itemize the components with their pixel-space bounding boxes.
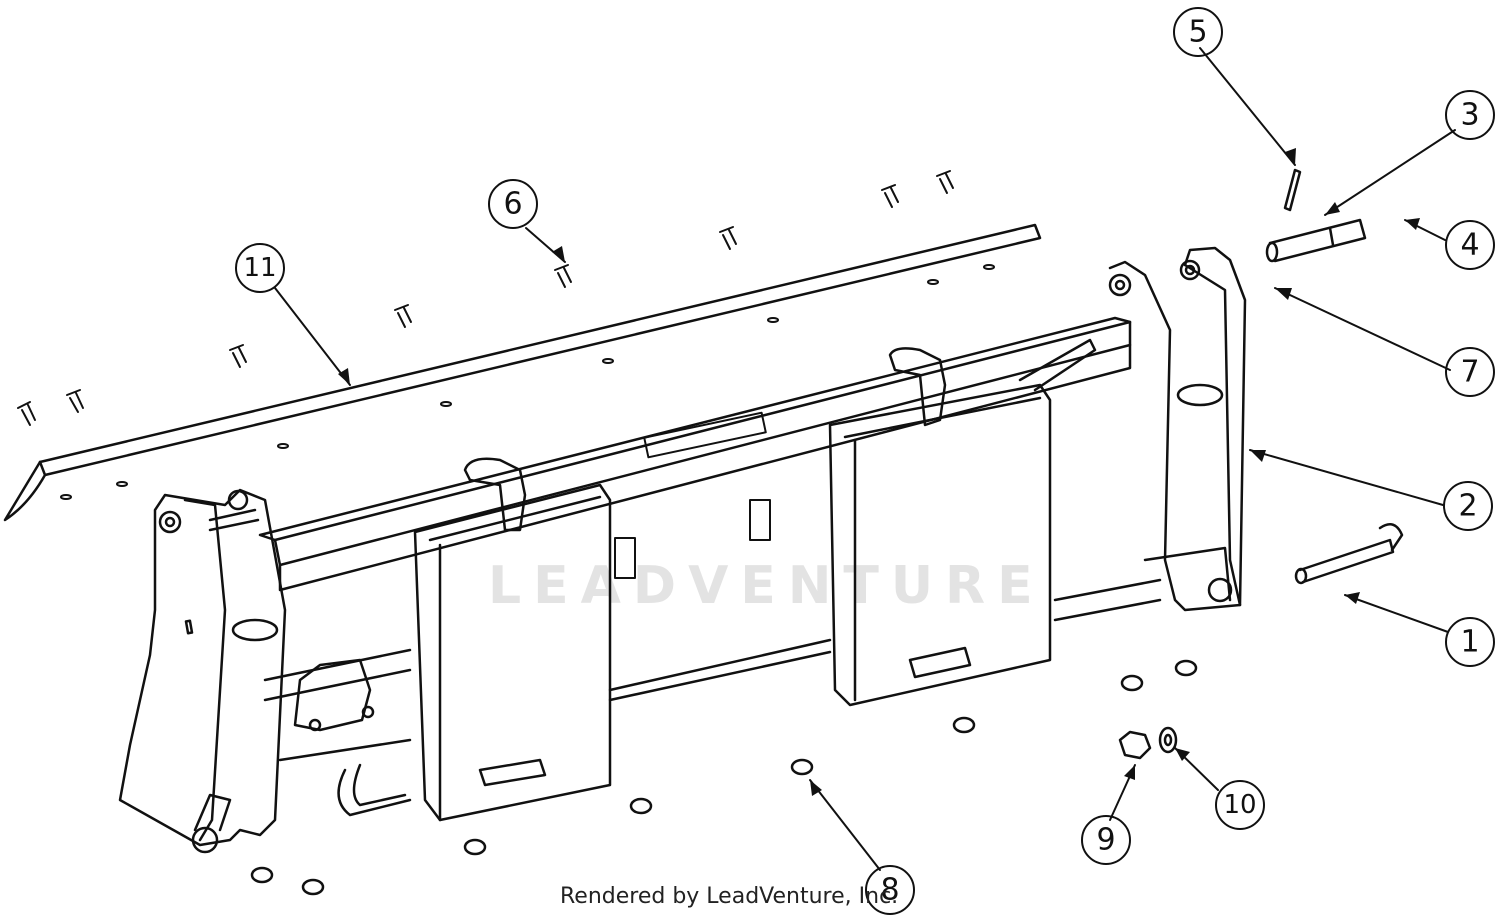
cutting-edge-blade bbox=[3, 223, 1042, 522]
callout-2: 2 bbox=[1458, 489, 1477, 524]
latch-arm bbox=[1018, 338, 1097, 392]
callout-9: 9 bbox=[1096, 823, 1115, 858]
right-side-plate bbox=[1108, 246, 1247, 612]
top-cross-tube bbox=[258, 316, 1132, 592]
left-side-plate bbox=[118, 488, 287, 854]
hardware-bolts bbox=[17, 170, 954, 426]
pin-3 bbox=[1265, 218, 1367, 263]
callout-1: 1 bbox=[1460, 625, 1479, 660]
lower-frame-rails bbox=[263, 578, 1162, 762]
locking-handle bbox=[337, 763, 412, 817]
callout-labels: 1 2 3 4 5 6 7 8 9 10 11 bbox=[243, 15, 1479, 908]
callout-4: 4 bbox=[1460, 228, 1479, 263]
hardware-nuts bbox=[250, 659, 1198, 896]
callout-11: 11 bbox=[243, 253, 276, 283]
callout-circles bbox=[235, 7, 1495, 915]
leader-lines bbox=[274, 47, 1456, 871]
callout-10: 10 bbox=[1223, 790, 1256, 820]
callout-5: 5 bbox=[1188, 15, 1207, 50]
right-mount-plate bbox=[828, 347, 1052, 707]
left-mount-plate bbox=[413, 457, 612, 822]
callout-8: 8 bbox=[880, 873, 899, 908]
pin-1 bbox=[1294, 523, 1404, 585]
callout-3: 3 bbox=[1460, 98, 1479, 133]
callout-7: 7 bbox=[1460, 355, 1479, 390]
center-labels bbox=[614, 411, 771, 579]
leader-arrowheads bbox=[338, 148, 1420, 796]
roll-pin-5 bbox=[1283, 168, 1302, 212]
leadventure-watermark: LEADVENTURE bbox=[488, 556, 1045, 616]
wedge-bracket bbox=[293, 658, 375, 732]
render-credit: Rendered by LeadVenture, Inc. bbox=[560, 884, 899, 909]
callout-6: 6 bbox=[503, 187, 522, 222]
